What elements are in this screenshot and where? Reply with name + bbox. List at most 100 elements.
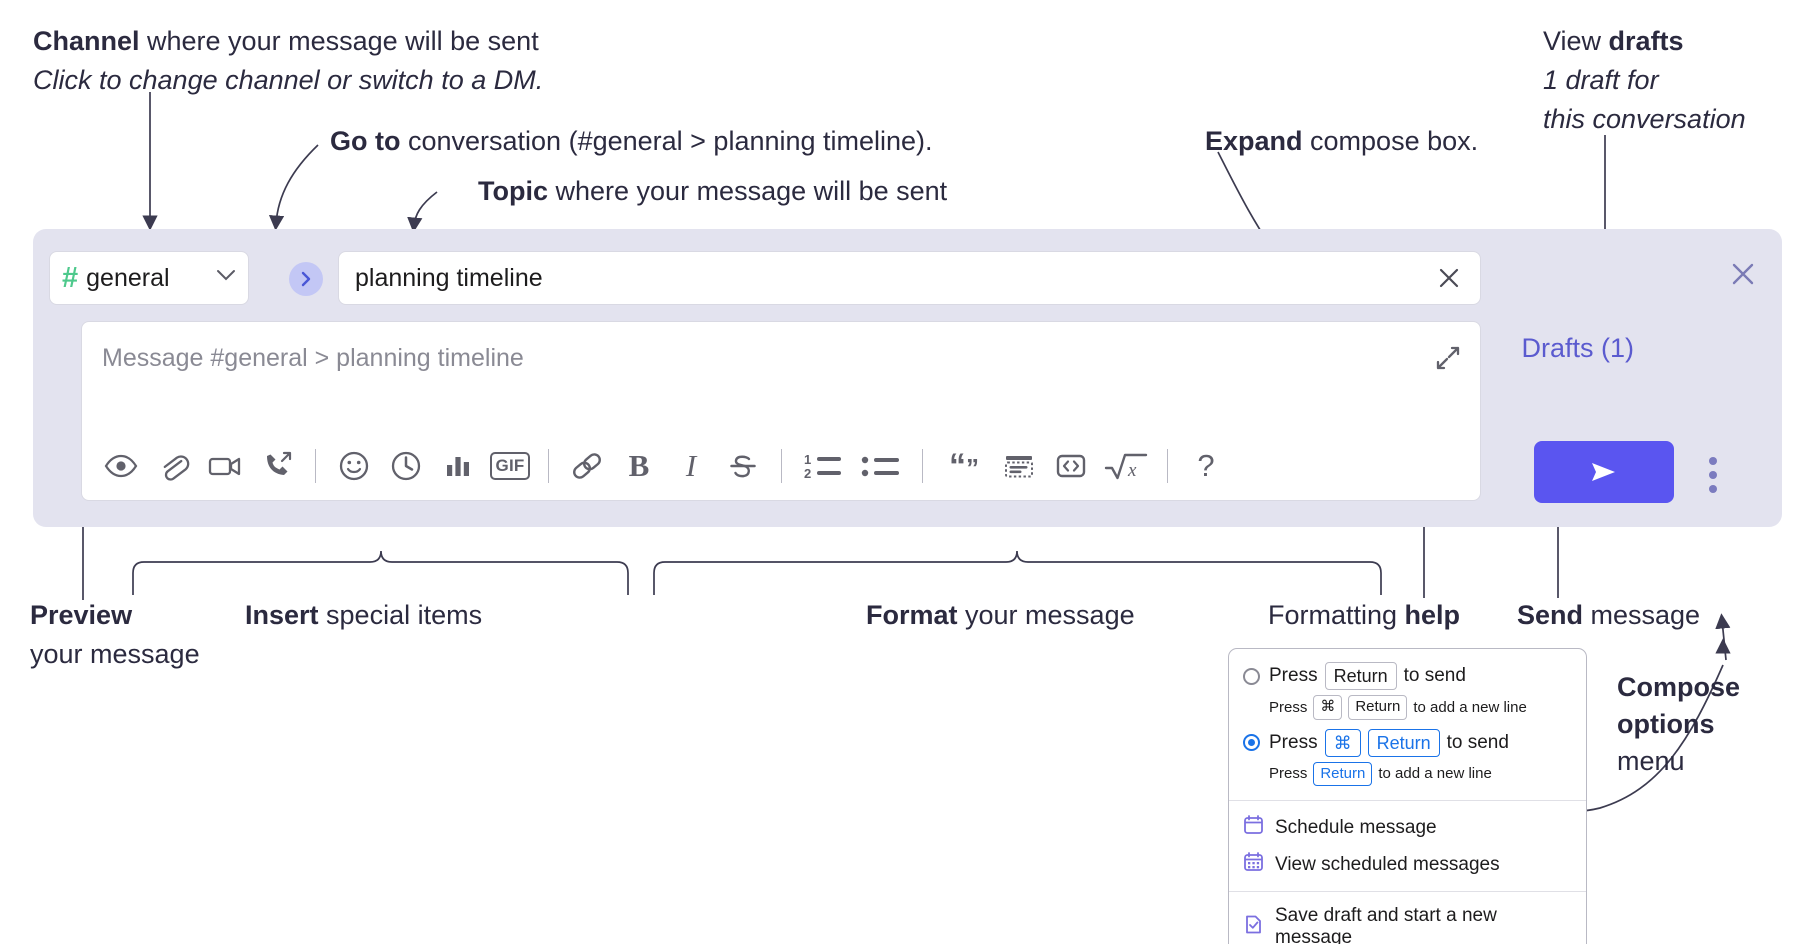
annotation-goto: Go to conversation (#general > planning … — [330, 124, 933, 159]
annotation-channel-bold: Channel — [33, 26, 140, 56]
audio-clip-icon[interactable] — [251, 440, 303, 492]
opt2-sub-press: Press — [1269, 765, 1308, 783]
blockquote-icon[interactable]: “” — [935, 440, 993, 492]
calendar-icon — [1243, 814, 1264, 841]
message-input-area[interactable]: Message #general > planning timeline — [81, 321, 1481, 501]
annotation-format-rest: your message — [957, 600, 1135, 630]
annotation-drafts-bold: drafts — [1608, 26, 1684, 56]
compose-options-button[interactable] — [1696, 455, 1730, 495]
menu-item-view-scheduled[interactable]: View scheduled messages — [1229, 846, 1586, 883]
hash-icon: # — [62, 261, 79, 294]
annotation-insert: Insert special items — [245, 598, 482, 633]
goto-chevron-icon — [301, 271, 311, 287]
overflow-dot — [1709, 457, 1717, 465]
svg-text:x: x — [1127, 460, 1137, 481]
menu-item-schedule-message[interactable]: Schedule message — [1229, 809, 1586, 846]
gif-icon[interactable]: GIF — [484, 440, 536, 492]
compose-options-menu: Press Return to send Press ⌘ Return to a… — [1228, 648, 1587, 944]
annotation-insert-rest: special items — [318, 600, 483, 630]
annotation-formatting-help: Formatting help — [1268, 598, 1460, 633]
annotation-preview-bold: Preview — [30, 600, 133, 630]
preview-icon[interactable] — [95, 440, 147, 492]
annotation-insert-bold: Insert — [245, 600, 319, 630]
message-placeholder: Message #general > planning timeline — [102, 344, 524, 372]
annotation-help-lead: Formatting — [1268, 600, 1405, 630]
gif-label: GIF — [489, 452, 531, 480]
clock-icon[interactable] — [380, 440, 432, 492]
topic-input[interactable]: planning timeline — [338, 251, 1481, 305]
italic-label: I — [685, 448, 697, 483]
emoji-icon[interactable] — [328, 440, 380, 492]
annotation-drafts-italic2: this conversation — [1543, 104, 1746, 135]
drafts-link[interactable]: Drafts (1) — [1521, 333, 1634, 363]
calendar-grid-icon — [1243, 851, 1264, 878]
divider — [781, 449, 782, 483]
divider — [548, 449, 549, 483]
radio-selected-icon[interactable] — [1243, 734, 1260, 752]
code-block-icon[interactable] — [993, 440, 1045, 492]
menu-item-label: View scheduled messages — [1275, 853, 1500, 875]
radio-unselected-icon[interactable] — [1243, 667, 1260, 685]
save-draft-icon — [1243, 914, 1264, 941]
divider — [1229, 891, 1586, 893]
divider — [315, 449, 316, 483]
opt2-key1: ⌘ — [1324, 728, 1361, 757]
annotation-preview-rest: your message — [30, 639, 200, 670]
channel-name: general — [86, 263, 170, 292]
send-button[interactable] — [1534, 441, 1674, 503]
opt2-key2: Return — [1367, 728, 1440, 757]
italic-icon[interactable]: I — [665, 440, 717, 492]
overflow-dot — [1709, 485, 1717, 493]
send-option-return[interactable]: Press Return to send — [1229, 659, 1586, 693]
annotation-goto-bold: Go to — [330, 126, 401, 156]
annotation-format-bold: Format — [866, 600, 958, 630]
bold-icon[interactable]: B — [613, 440, 665, 492]
close-icon[interactable] — [1432, 261, 1466, 295]
divider — [1167, 449, 1168, 483]
annotation-goto-rest: conversation (#general > planning timeli… — [400, 126, 933, 156]
opt1-key: Return — [1324, 662, 1397, 691]
svg-text:1: 1 — [804, 452, 811, 467]
annotation-compose-rest: menu — [1617, 746, 1685, 777]
bold-label: B — [628, 448, 650, 483]
expand-icon[interactable] — [1432, 342, 1464, 374]
annotation-expand-bold: Expand — [1205, 126, 1303, 156]
divider — [1229, 800, 1586, 802]
send-option-cmd-return[interactable]: Press ⌘ Return to send — [1229, 726, 1586, 760]
annotation-topic-bold: Topic — [478, 176, 548, 206]
attachment-icon[interactable] — [147, 440, 199, 492]
menu-item-save-draft[interactable]: Save draft and start a new message — [1229, 900, 1586, 944]
menu-item-label: Schedule message — [1275, 816, 1437, 838]
video-icon[interactable] — [199, 440, 251, 492]
send-option-return-sub: Press ⌘ Return to add a new line — [1229, 693, 1586, 725]
annotation-compose-options: Compose options menu — [1617, 670, 1740, 779]
bulleted-list-icon[interactable] — [852, 440, 910, 492]
menu-item-label: Save draft and start a new message — [1275, 905, 1497, 944]
strikethrough-icon[interactable] — [717, 440, 769, 492]
annotation-format: Format your message — [866, 598, 1135, 633]
help-icon[interactable]: ? — [1180, 440, 1232, 492]
annotation-compose-bold2: options — [1617, 709, 1715, 740]
math-icon[interactable]: x — [1097, 440, 1155, 492]
close-composer-button[interactable] — [1726, 257, 1760, 291]
opt1-tail: to send — [1403, 665, 1466, 687]
goto-conversation-button[interactable] — [289, 262, 323, 296]
link-icon[interactable] — [561, 440, 613, 492]
message-composer-panel: # general planning timeline Message #gen — [33, 229, 1782, 527]
send-option-cmd-return-sub: Press Return to add a new line — [1229, 760, 1586, 792]
opt2-tail: to send — [1446, 731, 1509, 753]
opt2-press: Press — [1269, 731, 1318, 753]
formatting-toolbar: GIF B I — [83, 433, 1479, 499]
divider — [922, 449, 923, 483]
annotation-drafts: View drafts 1 draft for this conversatio… — [1543, 24, 1746, 137]
opt2-sub-key: Return — [1313, 761, 1373, 787]
channel-selector[interactable]: # general — [49, 251, 249, 305]
code-icon[interactable] — [1045, 440, 1097, 492]
annotation-channel-italic: Click to change channel or switch to a D… — [33, 65, 544, 96]
annotation-compose-bold1: Compose — [1617, 672, 1741, 702]
annotation-topic-rest: where your message will be sent — [548, 176, 948, 206]
poll-icon[interactable] — [432, 440, 484, 492]
send-arrow-icon — [1592, 463, 1615, 481]
